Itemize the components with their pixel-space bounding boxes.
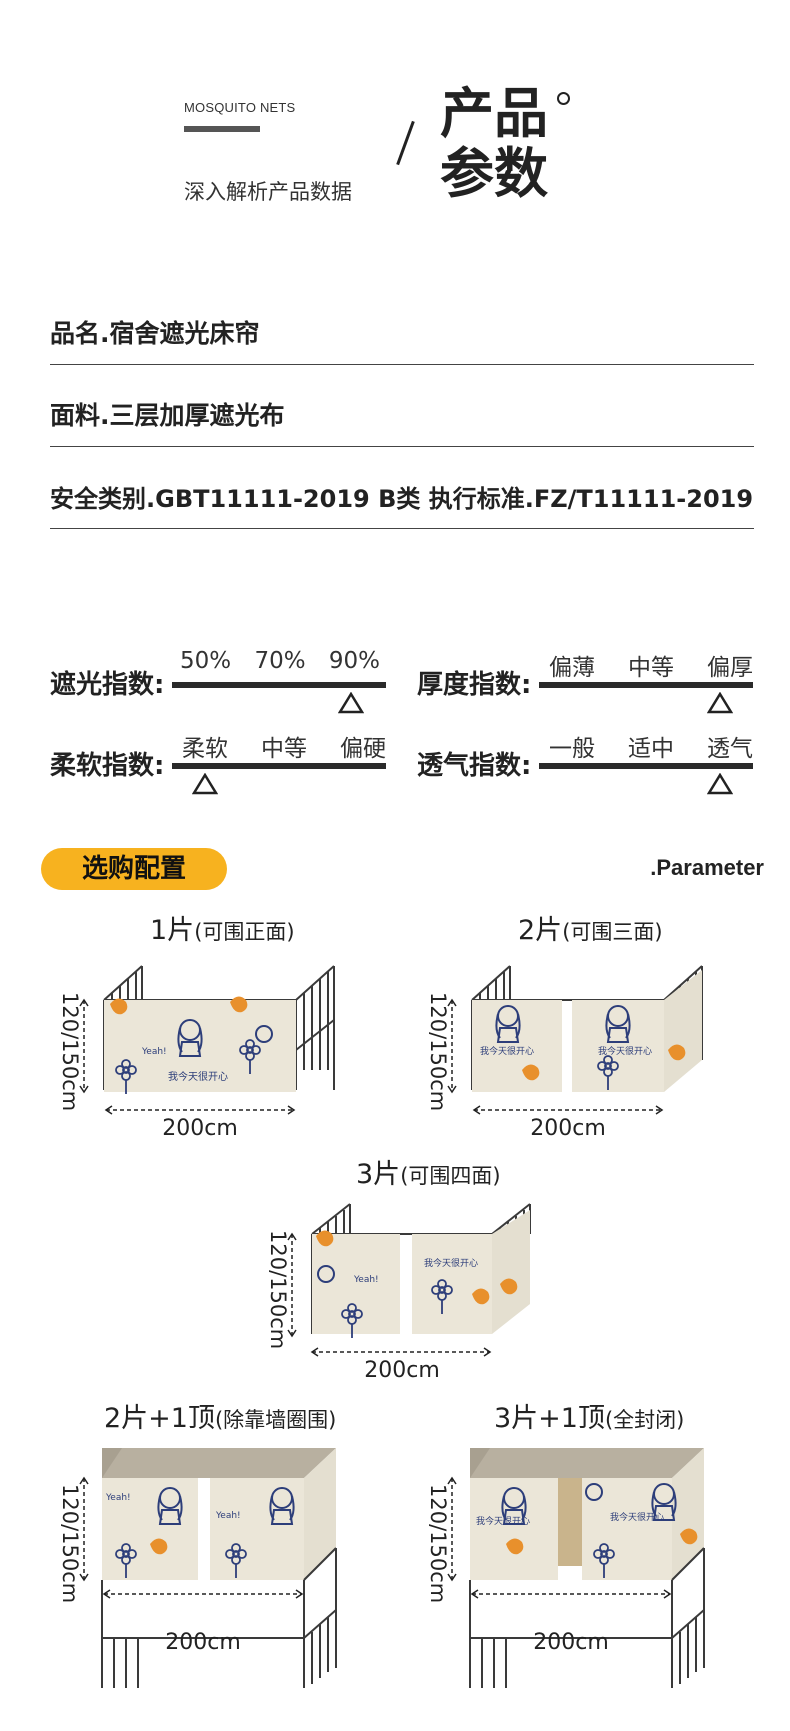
index-thickness-options: 偏薄 中等 偏厚 (549, 648, 753, 682)
info-row-fabric: 面料.三层加厚遮光布 (50, 365, 754, 447)
index-option: 中等 (628, 655, 674, 681)
product-1: 1片(可围正面) 我今天很开心 Yeah! (50, 908, 350, 1148)
product-title: 2片(可围三面) (518, 908, 663, 947)
index-shading: 遮光指数: 50% 70% 90% (50, 648, 420, 744)
bed-curtain-4-illustration: Yeah! Yeah! (79, 1448, 337, 1688)
bed-curtain-1-illustration: 我今天很开心 Yeah! (79, 965, 335, 1115)
index-option: 偏薄 (549, 655, 595, 681)
product-main: 1片 (150, 915, 195, 946)
index-thickness: 厚度指数: 偏薄 中等 偏厚 (417, 655, 787, 744)
print-text: 我今天很开心 (424, 1257, 478, 1269)
product-height-dim: 120/150cm (58, 1484, 82, 1604)
product-2: 2片(可围三面) 我今天很开心 我今天很开心 120/150cm 20 (418, 908, 718, 1148)
index-softness-label: 柔软指数: (50, 751, 165, 781)
product-main: 2片 (518, 915, 563, 946)
info-standard: 安全类别.GBT11111-2019 B类 执行标准.FZ/T11111-201… (50, 485, 754, 513)
product-height-dim: 120/150cm (426, 1484, 450, 1604)
product-width-dim: 200cm (530, 1116, 606, 1141)
header-slash-divider (396, 120, 415, 166)
index-option: 中等 (261, 736, 307, 762)
product-title: 3片(可围四面) (356, 1152, 501, 1191)
index-thickness-label: 厚度指数: (417, 670, 532, 700)
index-option: 90% (328, 648, 380, 674)
index-breathability-label: 透气指数: (417, 751, 532, 781)
product-width-dim: 200cm (533, 1630, 609, 1655)
bed-curtain-5-illustration: 我今天很开心 我今天很开心 (447, 1448, 705, 1688)
index-breathability-options: 一般 适中 透气 (549, 729, 753, 763)
product-height-dim: 120/150cm (266, 1230, 290, 1350)
index-option: 一般 (549, 736, 595, 762)
section-pill-label: 选购配置 (81, 854, 186, 884)
index-softness-bar (172, 763, 386, 769)
index-option: 50% (180, 648, 232, 674)
index-option: 柔软 (182, 736, 228, 762)
section-en-label: .Parameter (650, 855, 764, 880)
info-row-standard: 安全类别.GBT11111-2019 B类 执行标准.FZ/T11111-201… (50, 447, 754, 529)
product-main: 2片+1顶 (104, 1403, 215, 1434)
title-degree-icon (557, 92, 570, 105)
index-option: 70% (254, 648, 306, 674)
index-softness: 柔软指数: 柔软 中等 偏硬 (50, 736, 420, 825)
product-note: (可围三面) (562, 920, 663, 944)
index-shading-options: 50% 70% 90% (180, 648, 380, 674)
product-4: 2片+1顶(除靠墙圈围) Yeah! Yeah! 12 (50, 1396, 380, 1696)
index-softness-options: 柔软 中等 偏硬 (182, 729, 386, 763)
product-title: 1片(可围正面) (150, 908, 295, 947)
product-width-dim: 200cm (162, 1116, 238, 1141)
bed-curtain-3-illustration: 我今天很开心 Yeah! (287, 1203, 531, 1357)
product-title: 2片+1顶(除靠墙圈围) (104, 1396, 336, 1435)
product-height-dim: 120/150cm (58, 992, 82, 1112)
product-note: (除靠墙圈围) (214, 1408, 337, 1432)
product-width-dim: 200cm (165, 1630, 241, 1655)
info-fabric: 面料.三层加厚遮光布 (50, 401, 285, 430)
product-width-dim: 200cm (364, 1358, 440, 1383)
product-note: (可围四面) (400, 1164, 501, 1188)
page-title-line2: 参数 (440, 142, 548, 205)
index-breathability-bar (539, 763, 753, 769)
section-pill: 选购配置 (41, 848, 227, 890)
product-title: 3片+1顶(全封闭) (494, 1396, 684, 1435)
index-shading-label: 遮光指数: (50, 670, 165, 700)
index-option: 透气 (707, 736, 753, 762)
info-name: 品名.宿舍遮光床帘 (50, 319, 260, 348)
product-3: 3片(可围四面) 我今天很开心 Yeah! 120/150cm (246, 1152, 546, 1392)
print-text: 我今天很开心 (480, 1045, 534, 1057)
bed-curtain-2-illustration: 我今天很开心 我今天很开心 (447, 965, 703, 1115)
product-note: (可围正面) (194, 920, 295, 944)
print-yeah: Yeah! (141, 1047, 167, 1057)
index-option: 偏厚 (707, 655, 753, 681)
index-breathability: 透气指数: 一般 适中 透气 (417, 736, 787, 825)
page-title-line1: 产品 (440, 82, 548, 145)
index-option: 适中 (628, 736, 674, 762)
product-main: 3片 (356, 1159, 401, 1190)
product-5: 3片+1顶(全封闭) 我今天很开心 我今天很开心 (418, 1396, 748, 1696)
index-shading-bar (172, 682, 386, 688)
header-cn-subtitle: 深入解析产品数据 (184, 180, 352, 204)
header-accent-bar (184, 126, 260, 132)
print-text: 我今天很开心 (476, 1515, 530, 1527)
index-option: 偏硬 (340, 736, 386, 762)
print-yeah: Yeah! (353, 1275, 379, 1285)
print-text: 我今天很开心 (598, 1045, 652, 1057)
product-height-dim: 120/150cm (426, 992, 450, 1112)
info-row-name: 品名.宿舍遮光床帘 (50, 283, 754, 365)
product-main: 3片+1顶 (494, 1403, 605, 1434)
print-text: 我今天很开心 (610, 1511, 664, 1523)
product-note: (全封闭) (604, 1408, 685, 1432)
page-title: 产品 参数 (440, 84, 560, 204)
print-yeah: Yeah! (215, 1511, 241, 1521)
print-yeah: Yeah! (105, 1493, 131, 1503)
index-thickness-bar (539, 682, 753, 688)
header-en-label: MOSQUITO NETS (184, 100, 296, 115)
print-text: 我今天很开心 (168, 1070, 228, 1083)
